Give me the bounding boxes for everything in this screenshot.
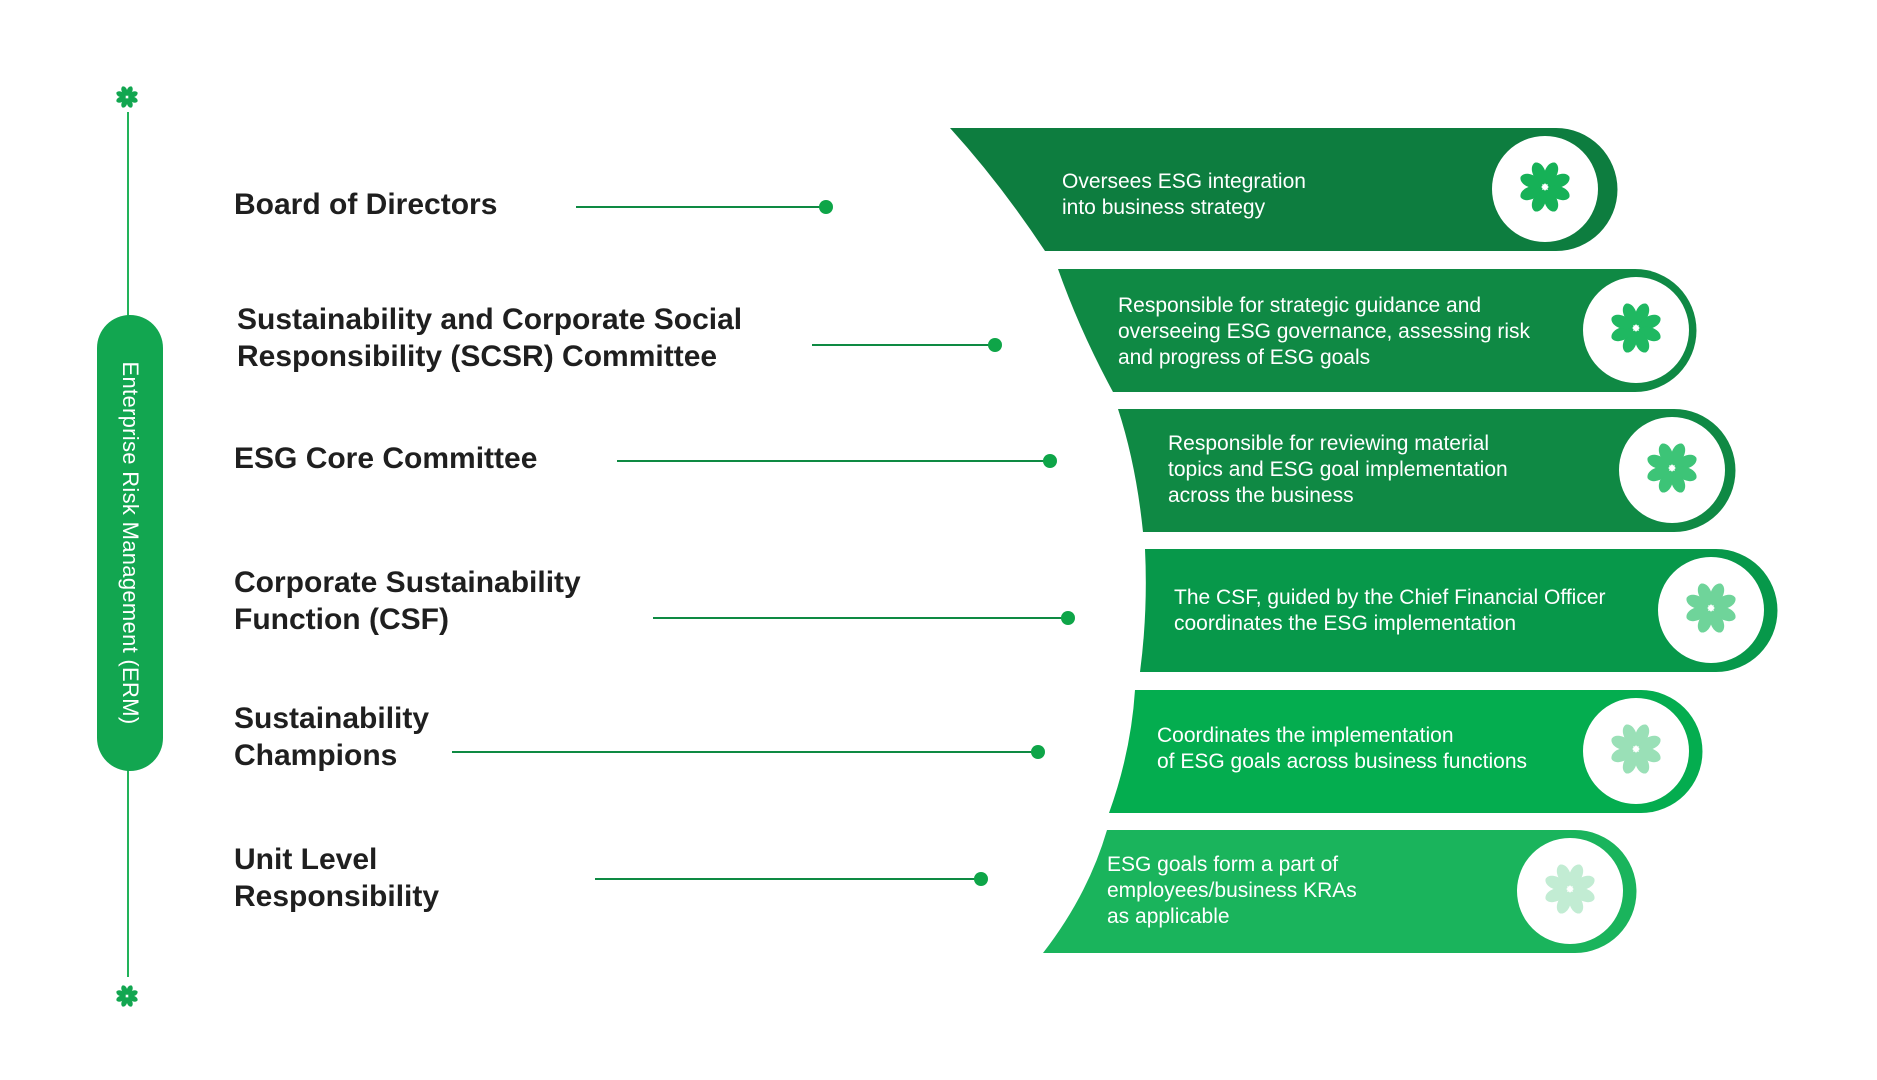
connector-line bbox=[653, 617, 1068, 619]
band-board: Oversees ESG integration into business s… bbox=[950, 128, 1618, 251]
erm-title: Enterprise Risk Management (ERM) bbox=[118, 361, 143, 725]
connector-line bbox=[617, 460, 1052, 462]
clover-icon bbox=[1681, 578, 1741, 643]
band-shape bbox=[1043, 830, 1637, 953]
connector-dot bbox=[974, 872, 988, 886]
level-description: ESG goals form a part of employees/busin… bbox=[1107, 853, 1357, 928]
level-label-champions: Sustainability Champions bbox=[234, 702, 430, 772]
level-description: Responsible for reviewing material topic… bbox=[1168, 432, 1508, 507]
level-label-unit: Unit Level Responsibility bbox=[234, 843, 440, 913]
connector-line bbox=[452, 751, 1037, 753]
icon-circle bbox=[1492, 136, 1598, 242]
band-champions: Coordinates the implementation of ESG go… bbox=[1109, 690, 1703, 813]
level-description: Coordinates the implementation of ESG go… bbox=[1157, 724, 1528, 773]
connector-dot bbox=[1031, 745, 1045, 759]
icon-circle bbox=[1583, 277, 1689, 383]
connector-dot bbox=[819, 200, 833, 214]
icon-circle bbox=[1583, 698, 1689, 804]
connector-line bbox=[812, 344, 992, 346]
erm-pill bbox=[97, 315, 163, 771]
level-description: Responsible for strategic guidance and o… bbox=[1118, 294, 1531, 369]
connector-line bbox=[576, 206, 822, 208]
band-shape bbox=[1109, 690, 1703, 813]
band-unit: ESG goals form a part of employees/busin… bbox=[1043, 830, 1637, 953]
level-label-board: Board of Directors bbox=[234, 188, 498, 221]
band-shape bbox=[1058, 269, 1697, 392]
level-label-scsr: Sustainability and Corporate Social Resp… bbox=[237, 303, 743, 373]
level-description: The CSF, guided by the Chief Financial O… bbox=[1174, 586, 1606, 635]
band-shape bbox=[950, 128, 1618, 251]
clover-icon bbox=[1540, 859, 1600, 924]
clover-icon bbox=[1606, 719, 1666, 784]
connector-dot bbox=[1061, 611, 1075, 625]
sidebar-line-bottom bbox=[127, 769, 129, 977]
band-shape bbox=[1140, 549, 1778, 672]
band-scsr: Responsible for strategic guidance and o… bbox=[1058, 269, 1697, 392]
level-label-csf: Corporate Sustainability Function (CSF) bbox=[234, 566, 581, 636]
band-shape bbox=[1118, 409, 1736, 532]
icon-circle bbox=[1619, 417, 1725, 523]
clover-icon bbox=[1606, 298, 1666, 363]
clover-icon bbox=[1515, 157, 1575, 222]
level-label-core: ESG Core Committee bbox=[234, 442, 538, 475]
band-csf: The CSF, guided by the Chief Financial O… bbox=[1140, 549, 1778, 672]
level-description: Oversees ESG integration into business s… bbox=[1062, 170, 1306, 219]
sidebar-line-top bbox=[127, 112, 129, 317]
clover-icon bbox=[114, 84, 140, 110]
connector-line bbox=[595, 878, 980, 880]
clover-icon bbox=[1642, 438, 1702, 503]
connector-dot bbox=[1043, 454, 1057, 468]
connector-dot bbox=[988, 338, 1002, 352]
clover-icon bbox=[114, 983, 140, 1009]
icon-circle bbox=[1517, 838, 1623, 944]
band-core: Responsible for reviewing material topic… bbox=[1118, 409, 1736, 532]
icon-circle bbox=[1658, 557, 1764, 663]
